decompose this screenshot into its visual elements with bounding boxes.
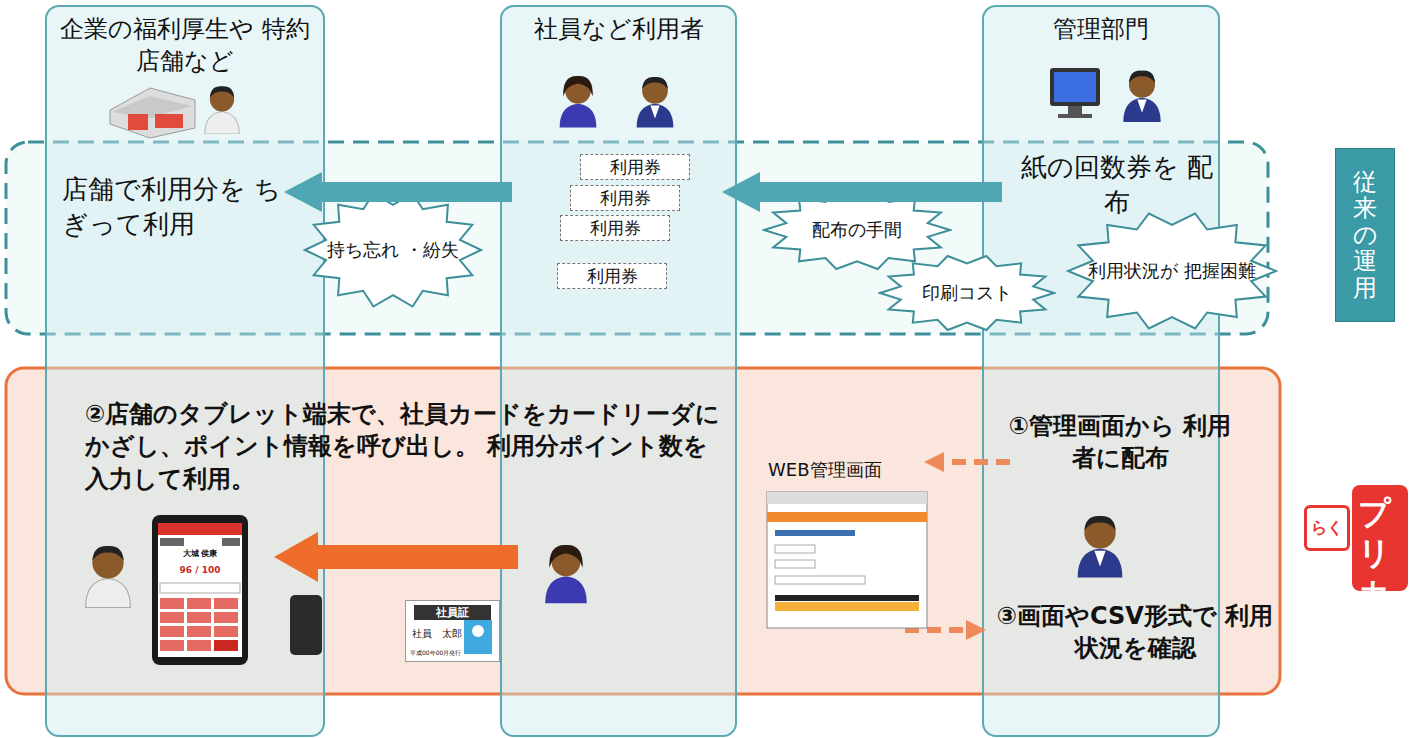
node-text: 利用券 [590,217,641,240]
node-text: 従来の運用 [1353,169,1377,301]
text-label: 紙の回数券を 配布 [1012,150,1222,220]
text-label: 96 / 100 [175,566,225,576]
node-text: 配布の手間 [812,218,902,242]
text-label: WEB管理画面 [768,458,928,482]
node-text: 利用券 [600,187,651,210]
text-label: ②店舗のタブレット端末で、社員カードをカードリーダにかざし、ポイント情報を呼び出… [85,398,725,495]
column-band: 企業の福利厚生や 特約店舗など [45,5,325,737]
text-label: 店舗で利用分を ちぎって利用 [62,172,302,242]
logo-text: プリカ [1358,493,1412,613]
problem-burst: 配布の手間 [762,188,952,272]
ticket-box: 利用券 [570,185,680,211]
column-header: 企業の福利厚生や 特約店舗など [47,13,323,77]
column-header: 管理部門 [984,13,1218,45]
illustration-part [775,530,855,536]
node-text: 利用券 [587,265,638,288]
column-header: 社員など利用者 [502,13,735,45]
text-label: ③画面やCSV形式で 利用状況を確認 [990,600,1280,665]
node-text: 利用券 [610,156,661,179]
logo-box: らくプリカ [1352,485,1408,591]
dashed-arrow [905,627,968,633]
burst-shape [880,256,1054,330]
web-screen [767,492,927,628]
problem-burst: 印刷コスト [878,253,1056,333]
side-label-box: 従来の運用 [1335,148,1395,322]
node-text: 利用状況が 把握困難 [1088,259,1256,283]
ticket-box: 利用券 [557,263,667,289]
illustration-part [775,602,919,611]
logo-text: らく [1304,505,1350,551]
problem-burst: 利用状況が 把握困難 [1066,210,1278,332]
node-text: 平成00年00月発行 [410,649,461,658]
arrow-head [924,452,944,472]
ticket-box: 利用券 [580,154,690,180]
text-label: 大城 侯康 [170,550,230,559]
column-band: 社員など利用者利用券利用券利用券利用券 [500,5,737,737]
id-card: 社員証社員 太郎平成00年00月発行 [405,600,500,662]
illustration-part [775,545,815,553]
illustration-part [775,576,865,584]
node-text: 持ち忘れ ・紛失 [327,238,459,262]
illustration-part [775,560,815,568]
node-text: 社員証 [414,605,491,620]
illustration-part [767,492,927,628]
ticket-box: 利用券 [560,215,670,241]
burst-shape [764,191,950,269]
burst-shape [1068,214,1276,329]
illustration-part [767,492,927,504]
node-text: 印刷コスト [922,281,1012,305]
illustration-part [767,512,927,522]
text-label: ①管理画面から 利用者に配布 [1000,410,1240,475]
burst-shape [305,194,481,307]
problem-burst: 持ち忘れ ・紛失 [303,190,483,310]
node-text: 社員 太郎 [412,627,462,641]
illustration-part [775,595,919,601]
